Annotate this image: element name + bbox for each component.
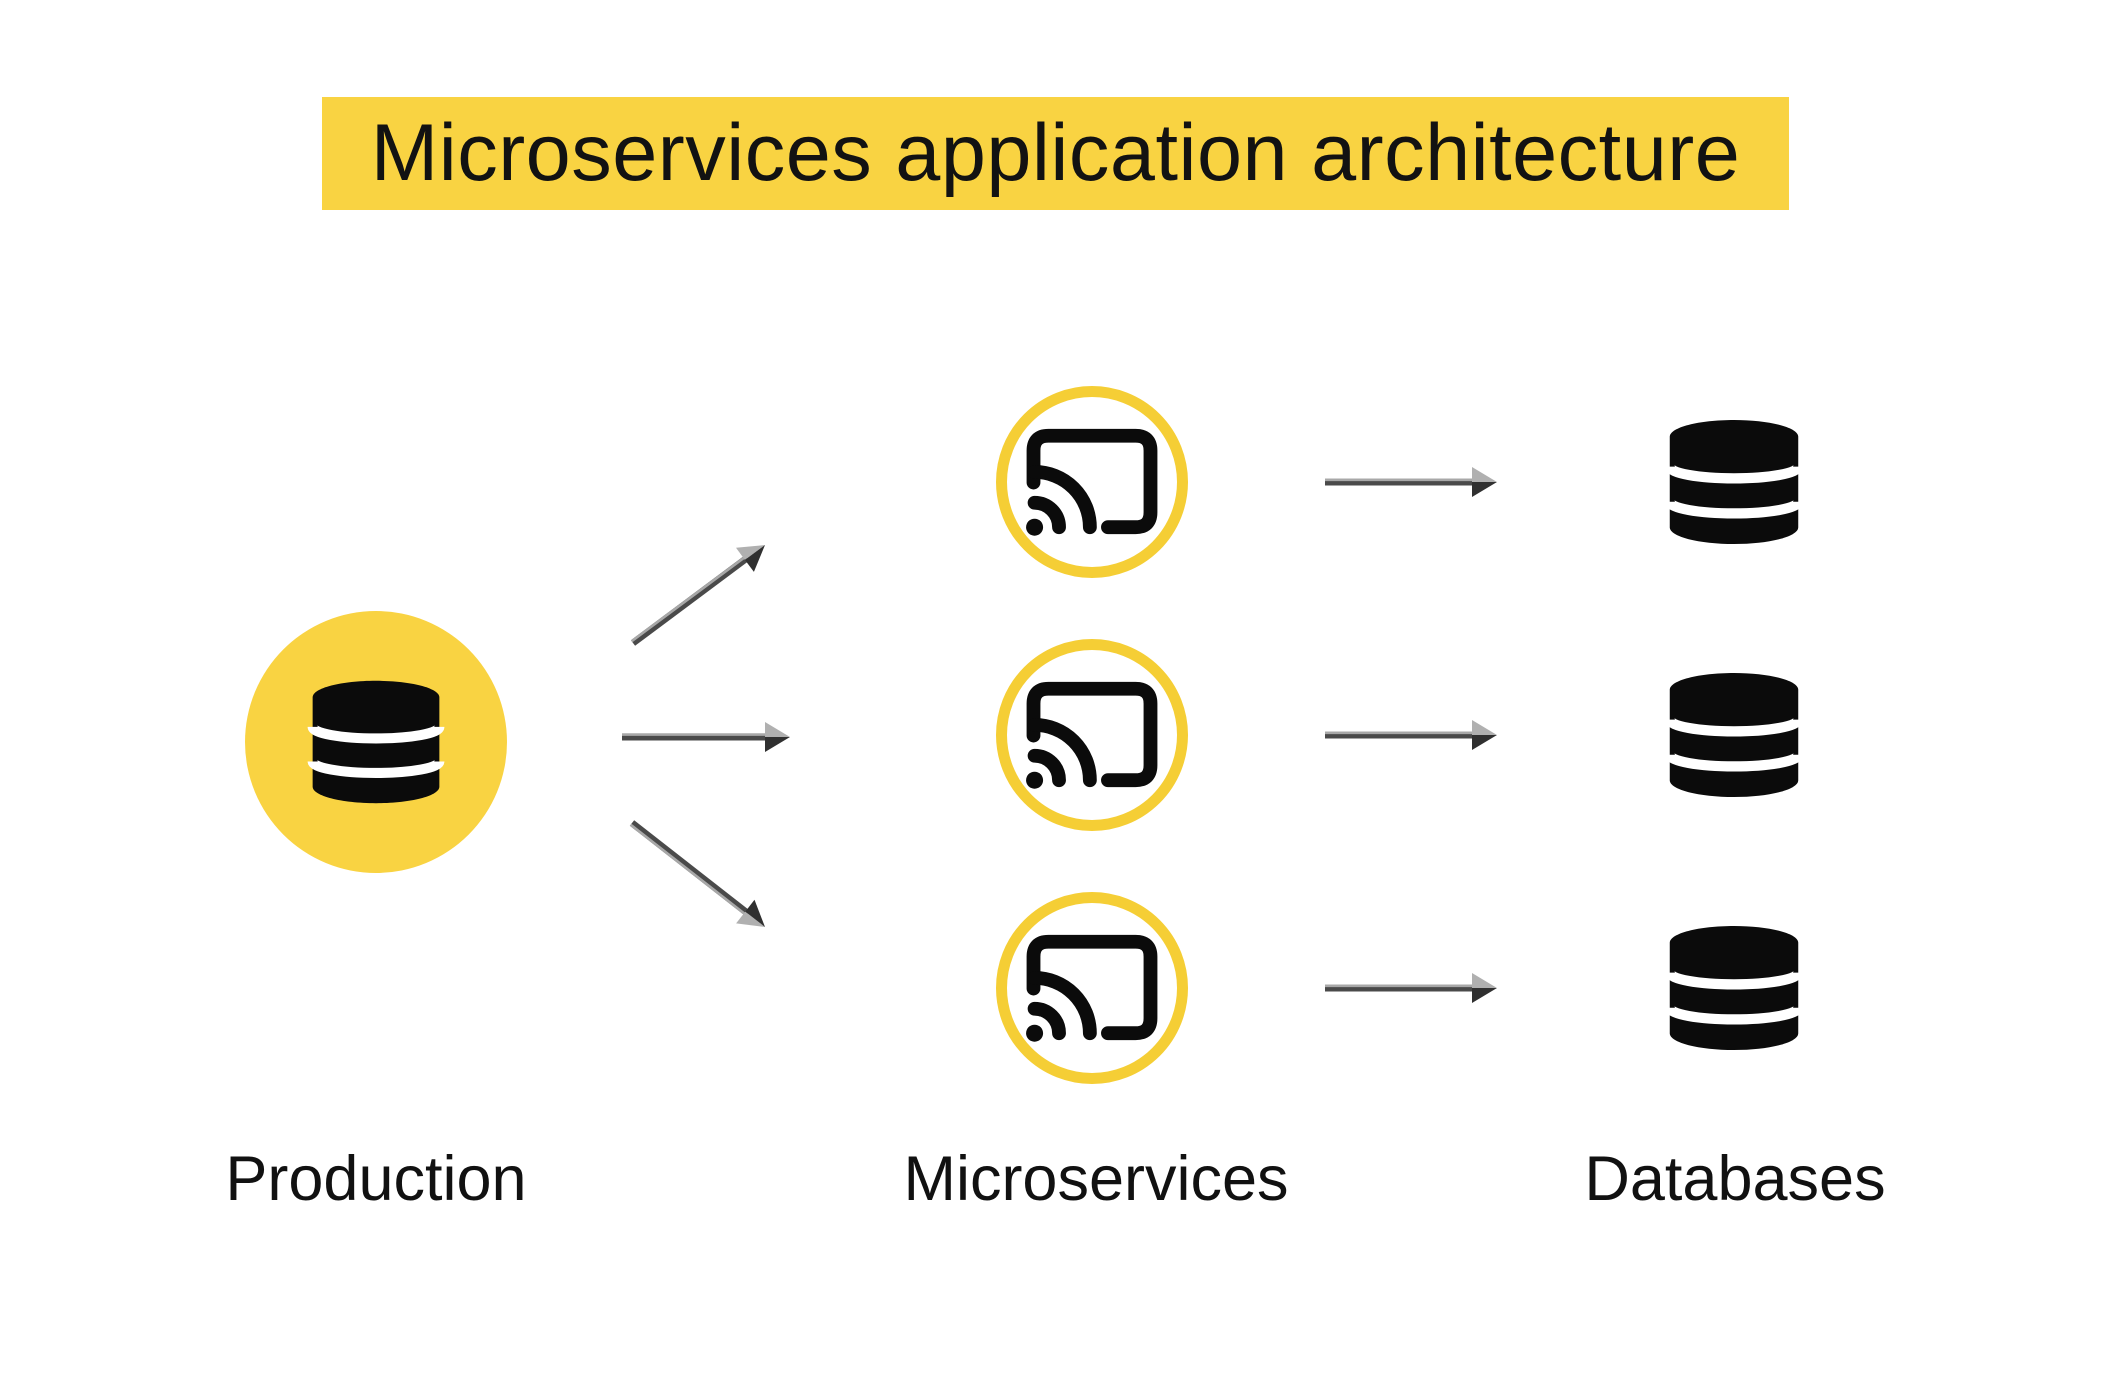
arrow-icon <box>622 722 790 752</box>
page-title: Microservices application architecture <box>370 108 1741 198</box>
arrow-icon <box>1325 720 1497 750</box>
database-icon <box>1661 419 1807 545</box>
column-label-microservices: Microservices <box>903 1144 1289 1214</box>
microservice-node-3 <box>996 892 1188 1084</box>
database-icon <box>304 680 448 804</box>
arrow-icon <box>630 545 765 646</box>
database-node-2 <box>1661 672 1807 798</box>
database-icon <box>1661 925 1807 1051</box>
arrow-icon <box>1325 973 1497 1003</box>
column-label-production: Production <box>225 1144 527 1214</box>
microservice-node-2 <box>996 639 1188 831</box>
cast-icon <box>1025 427 1159 537</box>
database-icon <box>1661 672 1807 798</box>
title-banner: Microservices application architecture <box>322 97 1789 210</box>
column-label-databases: Databases <box>1584 1144 1886 1214</box>
database-node-3 <box>1661 925 1807 1051</box>
database-node-1 <box>1661 419 1807 545</box>
cast-icon <box>1025 680 1159 790</box>
arrow-icon <box>629 820 765 927</box>
microservice-node-1 <box>996 386 1188 578</box>
cast-icon <box>1025 933 1159 1043</box>
arrow-icon <box>1325 467 1497 497</box>
production-node <box>245 611 507 873</box>
